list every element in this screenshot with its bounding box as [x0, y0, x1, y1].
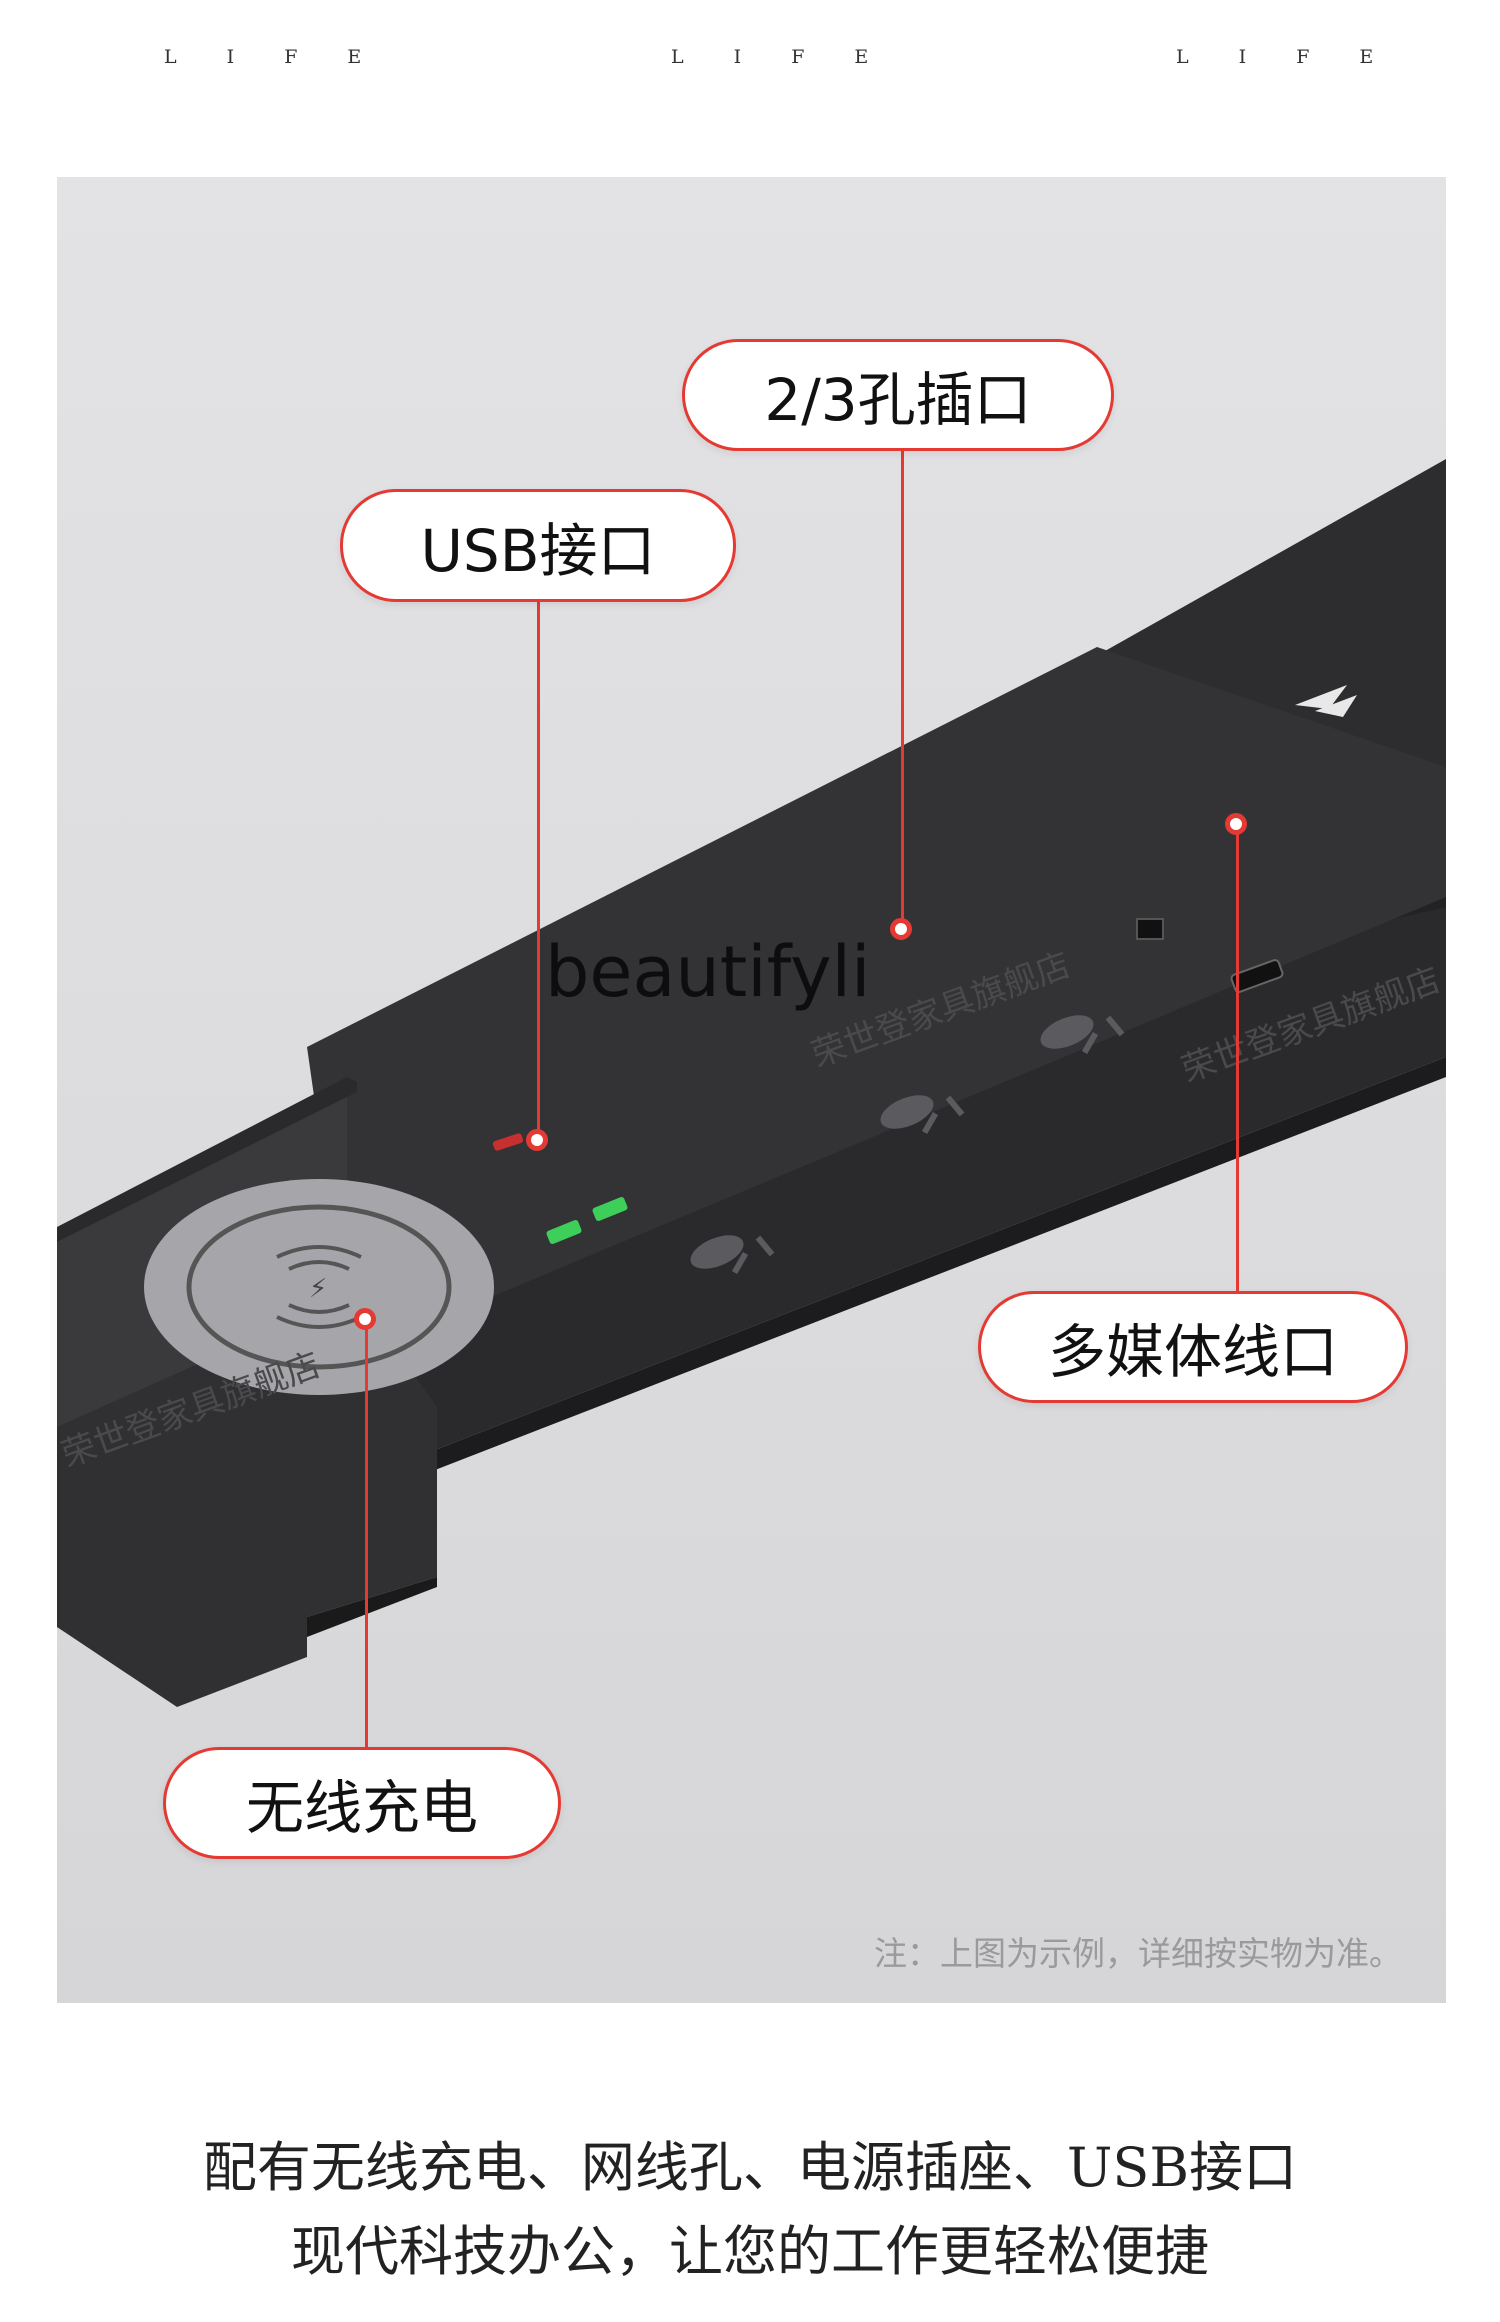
header-row: L I F E L I F E L I F E [0, 46, 1500, 76]
socket-label: 2/3孔插口 [682, 339, 1114, 451]
usb-label: USB接口 [340, 489, 736, 602]
socket-leader-line [901, 451, 904, 931]
power-strip-illustration: ⚡ 荣世登家具旗舰店 荣世登家具旗舰店 荣世登家具旗舰店 [57, 459, 1446, 1707]
life-label: L I F E [671, 46, 891, 68]
media-leader-line [1236, 825, 1239, 1291]
life-label: L I F E [1176, 46, 1396, 68]
wireless-marker [354, 1308, 376, 1330]
media-marker [1225, 813, 1247, 835]
svg-text:⚡: ⚡ [309, 1274, 327, 1304]
usb-marker [526, 1129, 548, 1151]
usb-leader-line [537, 602, 540, 1142]
wireless-label: 无线充电 [163, 1747, 561, 1859]
product-image: ⚡ 荣世登家具旗舰店 荣世登家具旗舰店 荣世登家具旗舰店 [57, 177, 1446, 2003]
disclaimer-note: 注：上图为示例，详细按实物为准。 [874, 1934, 1402, 1973]
life-label: L I F E [164, 46, 384, 68]
media-label: 多媒体线口 [978, 1291, 1408, 1403]
watermark-text: beautifyli [545, 931, 871, 1013]
caption-line-1: 配有无线充电、网线孔、电源插座、USB接口 [202, 2136, 1298, 2199]
caption-line-2: 现代科技办公，让您的工作更轻松便捷 [291, 2220, 1209, 2283]
wireless-leader-line [365, 1319, 368, 1769]
socket-marker [890, 918, 912, 940]
